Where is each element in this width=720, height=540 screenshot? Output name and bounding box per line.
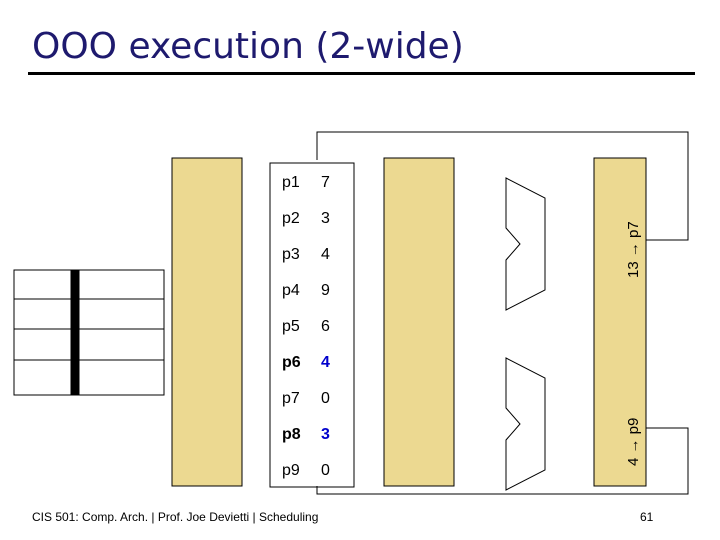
register-value: 7 [321, 174, 330, 191]
register-row: p2 3 [282, 210, 330, 227]
bypass-wire-top [316, 131, 689, 241]
issue-queue [13, 269, 165, 396]
register-name: p8 [282, 426, 301, 443]
register-row: p3 4 [282, 246, 330, 263]
register-row: p8 3 [282, 426, 330, 443]
register-name: p7 [282, 390, 300, 407]
alu-result-bottom: 4 → p9 [625, 418, 642, 466]
register-value: 4 [321, 246, 330, 263]
alu-result-top: 13 → p7 [625, 221, 642, 278]
register-value: 4 [321, 354, 330, 371]
register-name: p9 [282, 462, 300, 479]
register-row: p7 0 [282, 390, 330, 407]
register-value: 6 [321, 318, 330, 335]
register-name: p2 [282, 210, 300, 227]
register-value: 0 [321, 462, 330, 479]
register-value: 3 [321, 426, 330, 443]
bypass-wire-bottom [316, 427, 689, 495]
register-name: p4 [282, 282, 300, 299]
register-value: 9 [321, 282, 330, 299]
register-file: p1 7 p2 3 p3 4 p4 9 p5 6 p6 4 p7 0 p8 3 p9 0 [269, 162, 355, 488]
pipeline-latch-2 [383, 157, 455, 487]
title-underline [28, 72, 695, 75]
register-value: 0 [321, 390, 330, 407]
pipeline-latch-3 [593, 157, 647, 487]
register-name: p5 [282, 318, 300, 335]
register-name: p6 [282, 354, 301, 371]
register-row: p9 0 [282, 462, 330, 479]
register-row: p1 7 [282, 174, 330, 191]
register-row: p6 4 [282, 354, 330, 371]
page-number: 61 [640, 510, 654, 524]
register-row: p5 6 [282, 318, 330, 335]
alu-top [505, 177, 546, 311]
alu-bottom [505, 357, 546, 491]
register-name: p1 [282, 174, 300, 191]
register-file-box [269, 162, 355, 488]
register-value: 3 [321, 210, 330, 227]
pipeline-latch-1 [171, 157, 243, 487]
register-row: p4 9 [282, 282, 330, 299]
queue-divider [70, 269, 80, 396]
slide-title: OOO execution (2-wide) [32, 26, 464, 67]
footer-text: CIS 501: Comp. Arch. | Prof. Joe Deviett… [32, 510, 319, 524]
register-name: p3 [282, 246, 300, 263]
